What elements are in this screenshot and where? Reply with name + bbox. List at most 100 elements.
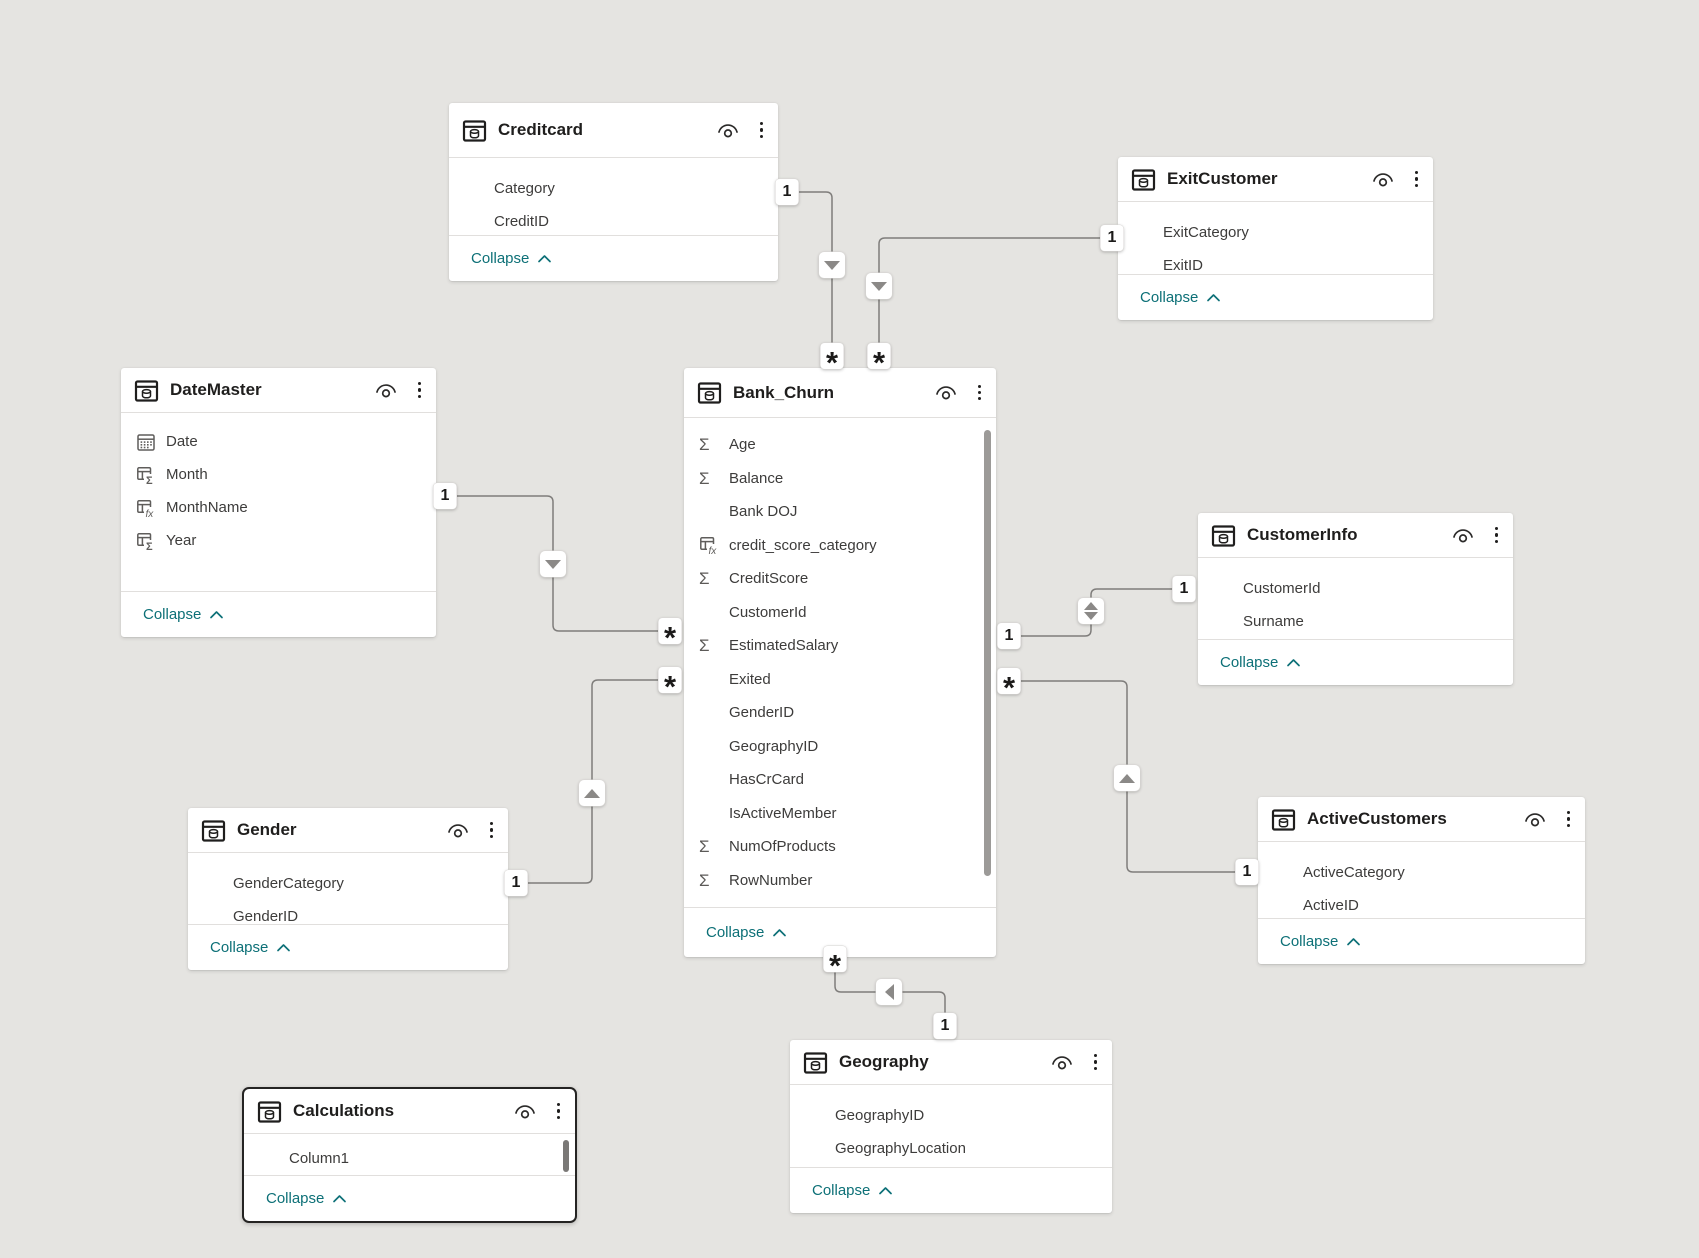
cardinality-badge-one[interactable]: 1 — [933, 1013, 957, 1039]
collapse-link[interactable]: Collapse — [1220, 654, 1301, 671]
table-card-geography[interactable]: Geography GeographyID GeographyLocation … — [790, 1040, 1112, 1213]
field-row[interactable]: CustomerId — [1243, 580, 1321, 597]
table-header[interactable]: ActiveCustomers — [1258, 797, 1585, 842]
cardinality-badge-many[interactable]: * — [658, 667, 682, 702]
table-header[interactable]: CustomerInfo — [1198, 513, 1513, 558]
field-row[interactable]: ActiveID — [1303, 897, 1359, 914]
field-row[interactable]: ExitID — [1163, 257, 1204, 274]
cardinality-badge-many[interactable]: * — [823, 946, 847, 981]
more-options-icon[interactable] — [975, 383, 984, 403]
eye-icon[interactable] — [1451, 527, 1475, 544]
eye-icon[interactable] — [513, 1103, 537, 1120]
field-row[interactable]: Exited — [729, 670, 771, 688]
relationship-line-exitcustomer-bankchurn[interactable] — [878, 237, 1109, 352]
more-options-icon[interactable] — [1564, 809, 1573, 829]
table-header[interactable]: Bank_Churn — [684, 368, 996, 418]
table-header[interactable]: DateMaster — [121, 368, 436, 413]
eye-icon[interactable] — [934, 384, 958, 401]
cardinality-badge-many[interactable]: * — [658, 618, 682, 653]
field-row[interactable]: GeographyLocation — [835, 1140, 966, 1157]
collapse-link[interactable]: Collapse — [471, 250, 552, 267]
collapse-link[interactable]: Collapse — [706, 924, 787, 941]
field-row[interactable]: Category — [494, 180, 555, 197]
more-options-icon[interactable] — [1412, 169, 1421, 189]
filter-direction-arrow-down[interactable] — [866, 273, 892, 299]
cardinality-badge-many[interactable]: * — [867, 343, 891, 378]
field-row[interactable]: Month — [121, 458, 436, 491]
field-row[interactable]: HasCrCard — [729, 771, 805, 789]
collapse-link[interactable]: Collapse — [210, 939, 291, 956]
cardinality-badge-many[interactable]: * — [997, 668, 1021, 703]
table-header[interactable]: Gender — [188, 808, 508, 853]
field-row[interactable]: credit_score_category — [684, 529, 996, 563]
collapse-link[interactable]: Collapse — [1140, 289, 1221, 306]
eye-icon[interactable] — [1050, 1054, 1074, 1071]
cardinality-badge-one[interactable]: 1 — [1172, 576, 1196, 602]
collapse-link[interactable]: Collapse — [812, 1182, 893, 1199]
collapse-link[interactable]: Collapse — [1280, 933, 1361, 950]
more-options-icon[interactable] — [1091, 1052, 1100, 1072]
field-row[interactable]: GenderID — [233, 908, 299, 925]
table-card-activecustomers[interactable]: ActiveCustomers ActiveCategory ActiveID … — [1258, 797, 1585, 964]
filter-direction-arrow-both[interactable] — [1078, 598, 1104, 624]
field-row[interactable]: ExitCategory — [1163, 224, 1249, 241]
cardinality-badge-one[interactable]: 1 — [433, 483, 457, 509]
filter-direction-arrow-down[interactable] — [819, 252, 845, 278]
eye-icon[interactable] — [374, 382, 398, 399]
filter-direction-arrow-down[interactable] — [540, 551, 566, 577]
field-row[interactable]: MonthName — [121, 491, 436, 524]
filter-direction-arrow-up[interactable] — [579, 780, 605, 806]
filter-direction-arrow-left[interactable] — [876, 979, 902, 1005]
filter-direction-arrow-up[interactable] — [1114, 765, 1140, 791]
table-card-gender[interactable]: Gender GenderCategory GenderID Collapse — [188, 808, 508, 970]
table-card-customerinfo[interactable]: CustomerInfo CustomerId Surname Collapse — [1198, 513, 1513, 685]
table-header[interactable]: Calculations — [244, 1089, 575, 1134]
table-card-datemaster[interactable]: DateMaster Date Month MonthName Year Col… — [121, 368, 436, 637]
scrollbar[interactable] — [563, 1140, 569, 1172]
table-card-exitcustomer[interactable]: ExitCustomer ExitCategory ExitID Collaps… — [1118, 157, 1433, 320]
collapse-link[interactable]: Collapse — [266, 1190, 347, 1207]
field-row[interactable]: Date — [121, 425, 436, 458]
field-row[interactable]: GeographyID — [729, 737, 819, 755]
cardinality-badge-one[interactable]: 1 — [997, 623, 1021, 649]
cardinality-badge-one[interactable]: 1 — [1100, 225, 1124, 251]
eye-icon[interactable] — [1523, 811, 1547, 828]
field-row[interactable]: GenderID — [729, 704, 795, 722]
relationship-line-creditcard-bankchurn[interactable] — [788, 191, 833, 352]
field-row[interactable]: CustomerId — [729, 603, 807, 621]
table-card-creditcard[interactable]: Creditcard Category CreditID Collapse — [449, 103, 778, 281]
eye-icon[interactable] — [1371, 171, 1395, 188]
field-row[interactable]: Surname — [1243, 613, 1304, 630]
field-row[interactable]: Column1 — [289, 1150, 350, 1167]
collapse-link[interactable]: Collapse — [143, 606, 224, 623]
table-card-calculations[interactable]: Calculations Column1 Collapse — [242, 1087, 577, 1223]
cardinality-badge-one[interactable]: 1 — [504, 870, 528, 896]
scrollbar[interactable] — [984, 430, 991, 876]
cardinality-badge-one[interactable]: 1 — [1235, 859, 1259, 885]
eye-icon[interactable] — [716, 122, 740, 139]
eye-icon[interactable] — [446, 822, 470, 839]
cardinality-badge-one[interactable]: 1 — [775, 179, 799, 205]
table-header[interactable]: Geography — [790, 1040, 1112, 1085]
more-options-icon[interactable] — [554, 1101, 563, 1121]
field-row[interactable]: CreditID — [494, 213, 550, 230]
table-header[interactable]: ExitCustomer — [1118, 157, 1433, 202]
field-row[interactable]: Year — [121, 524, 436, 557]
field-row[interactable]: Bank DOJ — [729, 503, 798, 521]
field-row[interactable]: GenderCategory — [233, 875, 344, 892]
field-row[interactable]: ActiveCategory — [1303, 864, 1405, 881]
field-row[interactable]: IsActiveMember — [729, 804, 837, 822]
more-options-icon[interactable] — [757, 120, 766, 140]
table-header[interactable]: Creditcard — [449, 103, 778, 158]
field-row[interactable]: GeographyID — [835, 1107, 925, 1124]
more-options-icon[interactable] — [487, 820, 496, 840]
more-options-icon[interactable] — [415, 380, 424, 400]
